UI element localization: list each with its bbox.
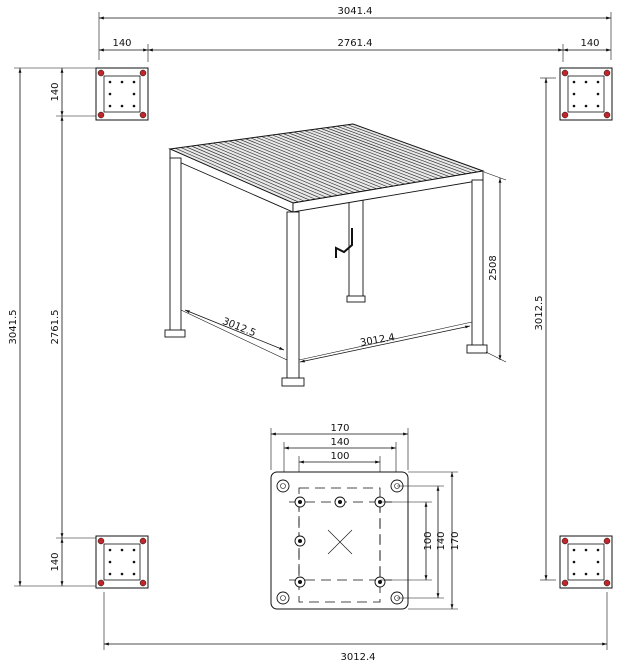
post-right — [471, 179, 484, 349]
roof-slat — [223, 141, 349, 194]
roof-slat — [277, 134, 405, 185]
roof-slat — [212, 142, 338, 196]
label-plate-left-bottom: 140 — [50, 552, 61, 571]
roof-slat — [256, 136, 383, 189]
label-overall-left-height: 3041.5 — [8, 310, 19, 345]
base-plate-bottom-right — [559, 535, 613, 589]
dim-bottom-width: 3012.4 — [103, 592, 608, 663]
roof-slat — [325, 127, 456, 176]
label-span-top: 2761.4 — [338, 38, 373, 49]
roof-slat — [250, 137, 377, 190]
roof-slat — [304, 130, 433, 180]
label-pergola-front-length: 3012.4 — [359, 332, 395, 349]
roof-slat — [202, 144, 327, 198]
label-detail-width-mid: 140 — [330, 437, 349, 448]
roof-slats — [175, 124, 478, 203]
roof-slat — [207, 143, 333, 197]
post-front — [286, 211, 300, 383]
roof-slat — [282, 133, 411, 184]
label-pergola-side-length: 3012.5 — [221, 316, 258, 339]
roof-slat — [175, 147, 299, 203]
detail-plate — [270, 471, 409, 610]
label-detail-width-inner: 100 — [330, 451, 349, 462]
label-detail-height-inner: 100 — [423, 531, 434, 550]
dim-top-segments: 140 2761.4 140 — [99, 38, 611, 62]
roof-slat — [309, 129, 439, 179]
roof-slat — [299, 131, 428, 181]
roof-slat — [293, 131, 422, 182]
roof-slat — [288, 132, 417, 183]
crank-handle-icon — [335, 228, 353, 258]
label-overall-top-width: 3041.4 — [338, 6, 373, 17]
roof-slat — [336, 125, 467, 175]
label-plate-left-top: 140 — [50, 82, 61, 101]
label-bottom-width: 3012.4 — [341, 652, 376, 663]
base-plate-top-left — [95, 67, 149, 121]
post-back — [348, 199, 364, 299]
label-pergola-height: 2508 — [488, 255, 499, 280]
dim-overall-top-width: 3041.4 — [98, 6, 612, 60]
label-detail-height-mid: 140 — [436, 531, 447, 550]
label-detail-height-outer: 170 — [450, 531, 461, 550]
roof-slat — [342, 125, 472, 174]
dim-right-depth: 3012.5 — [534, 77, 556, 581]
label-detail-width-outer: 170 — [330, 423, 349, 434]
label-plate-top-left: 140 — [112, 38, 131, 49]
roof-slat — [180, 147, 305, 202]
dim-left-segments: 140 2761.5 140 — [50, 68, 96, 586]
roof-slat — [320, 128, 450, 177]
roof-slat — [218, 142, 344, 195]
roof-slat — [229, 140, 355, 193]
roof-slat — [261, 136, 389, 188]
base-plate-detail: 170 140 100 — [270, 423, 461, 610]
base-plate-bottom-left — [95, 535, 149, 589]
roof-slat — [266, 135, 394, 187]
roof-slat — [191, 145, 316, 200]
roof-slat — [315, 128, 444, 178]
roof-slat — [234, 139, 361, 192]
pergola-iso-view: 3012.5 3012.4 2508 — [164, 123, 507, 387]
roof-slat — [331, 126, 461, 176]
roof-slat — [272, 134, 400, 186]
dim-overall-left-height: 3041.5 — [8, 67, 96, 587]
roof-slat — [245, 138, 372, 191]
post-left — [169, 157, 182, 335]
label-span-left: 2761.5 — [50, 310, 61, 345]
roof-slat — [347, 124, 478, 173]
label-right-depth: 3012.5 — [534, 296, 545, 331]
roof-slat — [239, 139, 366, 192]
roof-slat — [196, 145, 322, 199]
base-plate-top-right — [559, 67, 613, 121]
roof-slat — [186, 146, 310, 201]
label-plate-top-right: 140 — [580, 38, 599, 49]
